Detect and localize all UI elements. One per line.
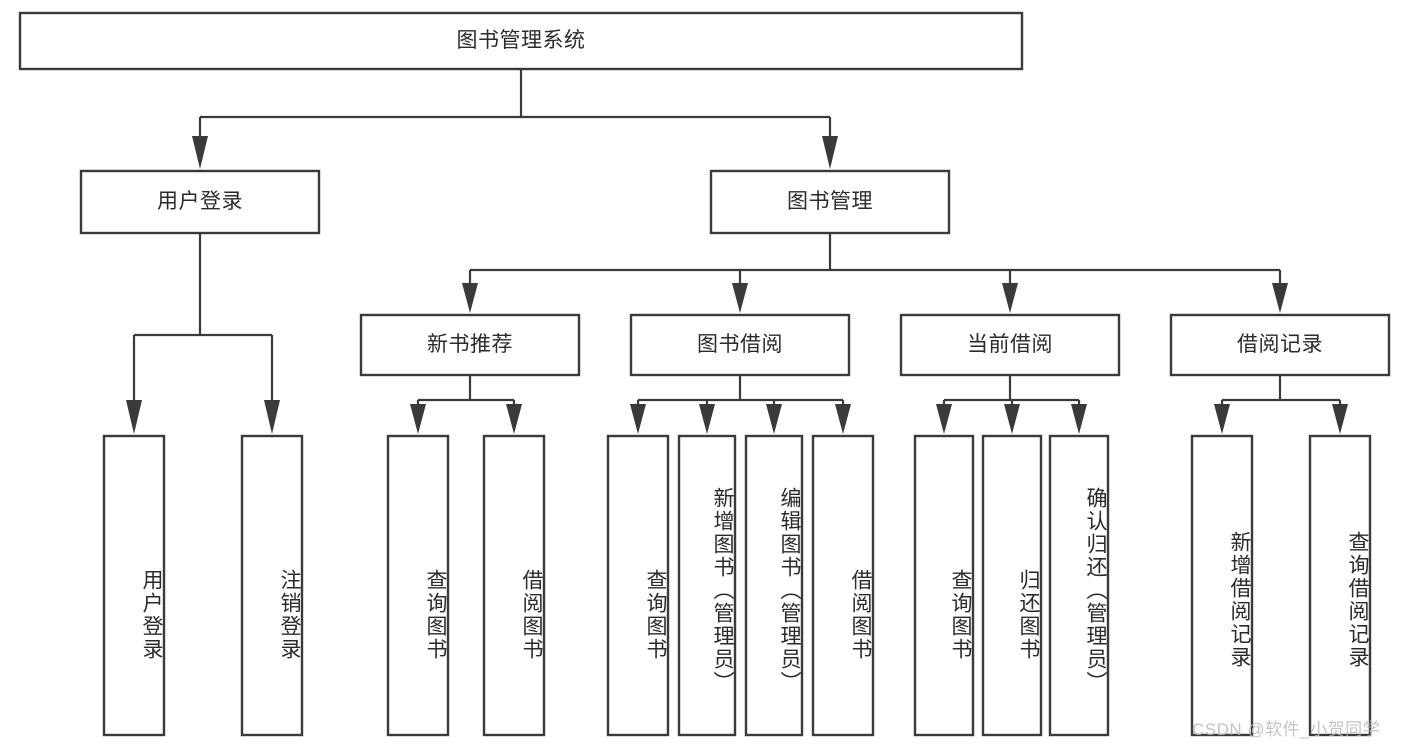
arrow-to-leaf-query-book-2 — [630, 404, 646, 434]
arrow-to-leaf-query-book-1 — [410, 404, 426, 434]
arrow-to-leaf-edit-book — [766, 404, 782, 434]
node-rect-new-book-rec[interactable] — [359, 313, 581, 377]
arrow-to-leaf-confirm-return — [1071, 404, 1087, 434]
arrow-to-leaf-query-book-3 — [936, 404, 952, 434]
node-rect-leaf-query-book-3[interactable] — [913, 434, 975, 737]
arrow-to-leaf-query-record — [1332, 404, 1348, 434]
node-rect-leaf-edit-book[interactable] — [744, 434, 804, 737]
node-rect-title[interactable] — [18, 11, 1024, 71]
node-rect-book-borrow[interactable] — [629, 313, 851, 377]
arrow-to-leaf-borrow-book-2 — [835, 404, 851, 434]
node-rect-leaf-confirm-return[interactable] — [1048, 434, 1110, 737]
arrow-to-leaf-user-login — [126, 400, 142, 434]
arrow-to-leaf-return-book — [1004, 404, 1020, 434]
arrow-root-to-book-manage — [822, 136, 838, 169]
arrow-to-leaf-borrow-book-1 — [506, 404, 522, 434]
node-rect-book-manage[interactable] — [709, 169, 951, 235]
arrow-to-leaf-user-logout — [264, 400, 280, 434]
node-rect-current-borrow[interactable] — [899, 313, 1121, 377]
node-rect-borrow-record[interactable] — [1169, 313, 1391, 377]
arrow-to-leaf-add-record — [1214, 404, 1230, 434]
node-rect-leaf-user-login[interactable] — [102, 434, 166, 737]
node-rect-leaf-query-record[interactable] — [1308, 434, 1372, 737]
arrow-to-new-book-rec — [462, 283, 478, 313]
csdn-watermark: CSDN @软件_小贺同学 — [1192, 720, 1381, 739]
node-rect-leaf-borrow-book-2[interactable] — [811, 434, 875, 737]
node-rect-user-login[interactable] — [79, 169, 321, 235]
node-rect-leaf-user-logout[interactable] — [240, 434, 304, 737]
arrow-to-borrow-record — [1272, 283, 1288, 313]
arrow-root-to-user-login — [192, 136, 208, 169]
node-rect-leaf-add-record[interactable] — [1190, 434, 1254, 737]
node-rect-leaf-return-book[interactable] — [981, 434, 1043, 737]
arrow-to-book-borrow — [732, 283, 748, 313]
node-rect-leaf-borrow-book-1[interactable] — [482, 434, 546, 737]
node-rect-leaf-query-book-1[interactable] — [386, 434, 450, 737]
node-rect-leaf-add-book[interactable] — [677, 434, 737, 737]
arrow-to-leaf-add-book — [699, 404, 715, 434]
arrow-to-current-borrow — [1002, 283, 1018, 313]
node-rect-leaf-query-book-2[interactable] — [606, 434, 670, 737]
